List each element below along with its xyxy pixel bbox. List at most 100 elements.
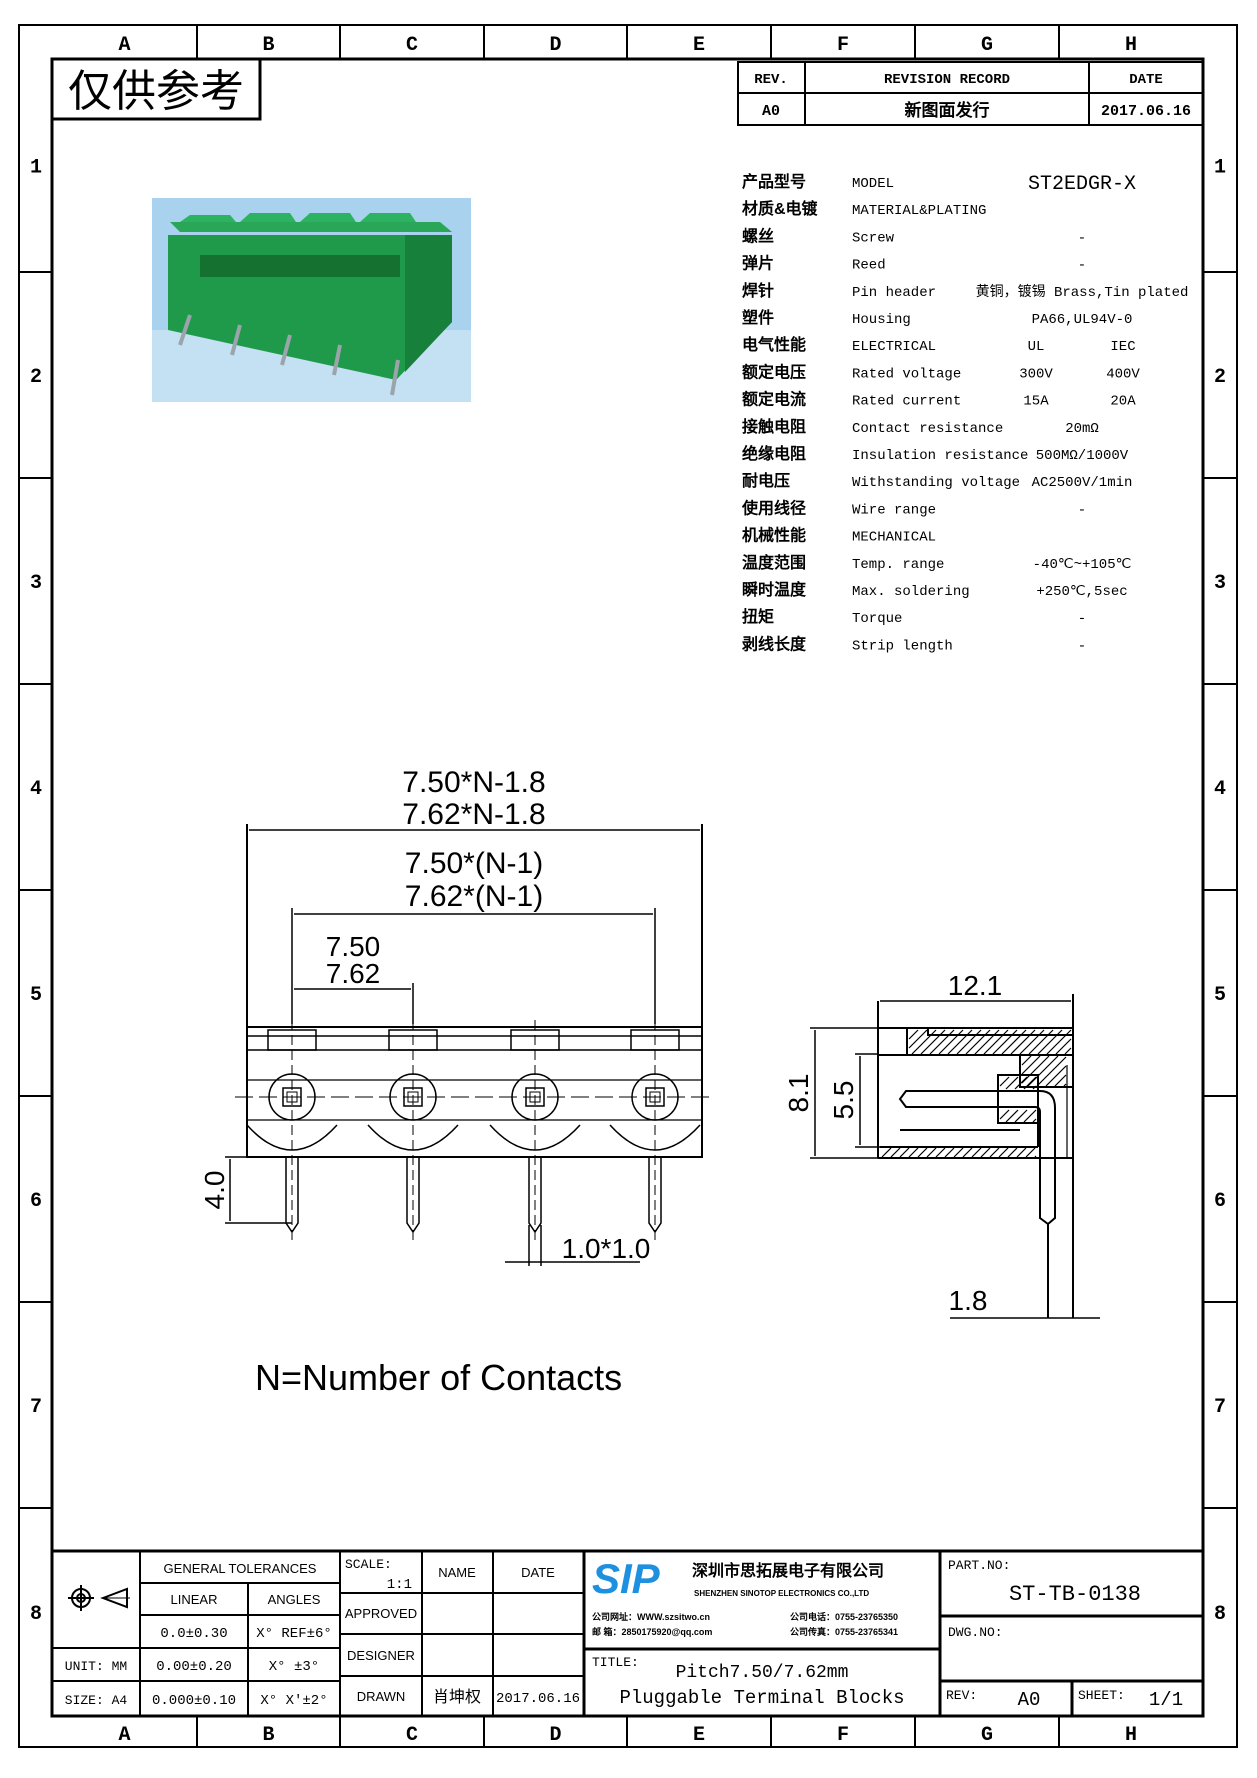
spec-label-cn: 螺丝 bbox=[742, 226, 774, 245]
zone-row-label: 7 bbox=[30, 1396, 42, 1419]
revision-record-header: REVISION RECORD bbox=[884, 72, 1010, 88]
spec-label-cn: 机械性能 bbox=[742, 526, 806, 545]
zone-row-label: 5 bbox=[30, 984, 42, 1007]
linear-label: LINEAR bbox=[171, 1592, 218, 1607]
reference-only-text: 仅供参考 bbox=[68, 67, 244, 116]
zone-column-label: H bbox=[1125, 1724, 1137, 1747]
contact-pin bbox=[609, 1020, 701, 1240]
rev-value: A0 bbox=[762, 103, 780, 120]
spec-value: 黄铜，镀锡 Brass,Tin plated bbox=[976, 283, 1189, 301]
sheet-label: SHEET: bbox=[1078, 1688, 1125, 1703]
zone-column-label: G bbox=[981, 34, 993, 57]
zone-column-label: B bbox=[262, 34, 274, 57]
spec-row: 材质&电镀 MATERIAL&PLATING bbox=[742, 199, 986, 219]
spec-label-en: Withstanding voltage bbox=[852, 475, 1020, 491]
front-view-drawing bbox=[225, 824, 712, 1266]
spec-value: 20mΩ bbox=[1065, 421, 1099, 437]
spec-label-en: Screw bbox=[852, 230, 895, 246]
spec-label-en: Max. soldering bbox=[852, 584, 970, 600]
spec-label-en: MODEL bbox=[852, 176, 894, 192]
contact-pin bbox=[246, 1020, 338, 1240]
unit-label: UNIT: MM bbox=[65, 1659, 127, 1674]
spec-value: - bbox=[1078, 258, 1086, 274]
zone-column-label: B bbox=[262, 1724, 274, 1747]
depth-dimension: 12.1 bbox=[948, 970, 1003, 1001]
zone-column-label: A bbox=[118, 1724, 130, 1747]
zone-column-label: E bbox=[693, 34, 705, 57]
spec-value: ST2EDGR-X bbox=[1028, 173, 1136, 196]
reference-only-stamp: 仅供参考 bbox=[50, 57, 262, 121]
spec-value: - bbox=[1078, 230, 1086, 246]
company-email: 邮 箱：2850175920@qq.com bbox=[592, 1626, 712, 1637]
spec-label-cn: 产品型号 bbox=[742, 172, 806, 191]
tolerance-angle-3: X° X'±2° bbox=[260, 1693, 327, 1709]
spec-value-ul: 300V bbox=[1019, 366, 1053, 382]
spec-label-en: MATERIAL&PLATING bbox=[852, 203, 986, 219]
title-line-2: Pluggable Terminal Blocks bbox=[619, 1687, 904, 1709]
title-block bbox=[52, 1549, 1203, 1716]
zone-row-label: 6 bbox=[30, 1190, 42, 1213]
zone-row-label: 7 bbox=[1214, 1396, 1226, 1419]
spec-label-en: Contact resistance bbox=[852, 421, 1003, 437]
spec-row: 螺丝 Screw - bbox=[742, 226, 1086, 246]
spec-label-en: Housing bbox=[852, 312, 911, 328]
drawing-number-label: DWG.NO: bbox=[948, 1625, 1003, 1640]
spec-label-cn: 绝缘电阻 bbox=[742, 444, 806, 463]
spec-value: - bbox=[1078, 502, 1086, 518]
zone-row-label: 5 bbox=[1214, 984, 1226, 1007]
spec-value-ul: 15A bbox=[1023, 394, 1049, 410]
height-dimension: 8.1 bbox=[783, 1074, 814, 1113]
spec-label-en: ELECTRICAL bbox=[852, 339, 936, 355]
projection-symbol-icon bbox=[68, 1585, 130, 1611]
opening-dimension: 5.5 bbox=[828, 1081, 859, 1120]
tolerance-angle-2: X° ±3° bbox=[269, 1659, 319, 1675]
company-name-cn: 深圳市思拓展电子有限公司 bbox=[692, 1561, 884, 1580]
zone-row-label: 8 bbox=[1214, 1603, 1226, 1626]
spec-value: -40℃~+105℃ bbox=[1033, 557, 1132, 573]
spec-label-en: Pin header bbox=[852, 285, 936, 301]
zone-row-label: 4 bbox=[30, 778, 42, 801]
spec-label-cn: 焊针 bbox=[742, 281, 774, 300]
spec-label-en: Insulation resistance bbox=[852, 448, 1028, 464]
spec-label-en: Rated voltage bbox=[852, 366, 961, 382]
zone-column-label: G bbox=[981, 1724, 993, 1747]
contact-pin bbox=[367, 1020, 459, 1240]
zone-column-label: C bbox=[406, 1724, 418, 1747]
scale-label: SCALE: bbox=[345, 1557, 392, 1572]
spec-label-en: Torque bbox=[852, 611, 902, 627]
zone-column-label: D bbox=[549, 34, 561, 57]
pin-length-dimension: 4.0 bbox=[199, 1171, 230, 1210]
spec-label-cn: 额定电压 bbox=[742, 362, 806, 381]
spec-label-cn: 接触电阻 bbox=[742, 417, 806, 436]
drawn-by-name: 肖坤权 bbox=[433, 1688, 481, 1706]
spec-label-cn: 材质&电镀 bbox=[742, 199, 819, 218]
revision-date-value: 2017.06.16 bbox=[1101, 103, 1191, 120]
spec-row: 产品型号 MODEL ST2EDGR-X bbox=[742, 172, 1136, 196]
spec-value-iec: IEC bbox=[1110, 339, 1135, 355]
spec-label-cn: 弹片 bbox=[742, 254, 774, 273]
date-header: DATE bbox=[1129, 72, 1163, 88]
pin-offset-dimension: 1.8 bbox=[949, 1285, 988, 1316]
overall-length-762: 7.62*N-1.8 bbox=[402, 798, 545, 831]
angles-label: ANGLES bbox=[268, 1592, 321, 1607]
spec-label-cn: 塑件 bbox=[742, 308, 774, 327]
span-length-750: 7.50*(N-1) bbox=[405, 847, 543, 880]
zone-column-label: A bbox=[118, 34, 130, 57]
tolerance-linear-2: 0.00±0.20 bbox=[156, 1659, 232, 1675]
side-view-drawing bbox=[810, 994, 1100, 1319]
general-tolerances-label: GENERAL TOLERANCES bbox=[164, 1561, 317, 1576]
rev-value: A0 bbox=[1018, 1689, 1041, 1711]
zone-row-label: 6 bbox=[1214, 1190, 1226, 1213]
zone-row-label: 8 bbox=[30, 1603, 42, 1626]
zone-column-label: F bbox=[837, 1724, 849, 1747]
